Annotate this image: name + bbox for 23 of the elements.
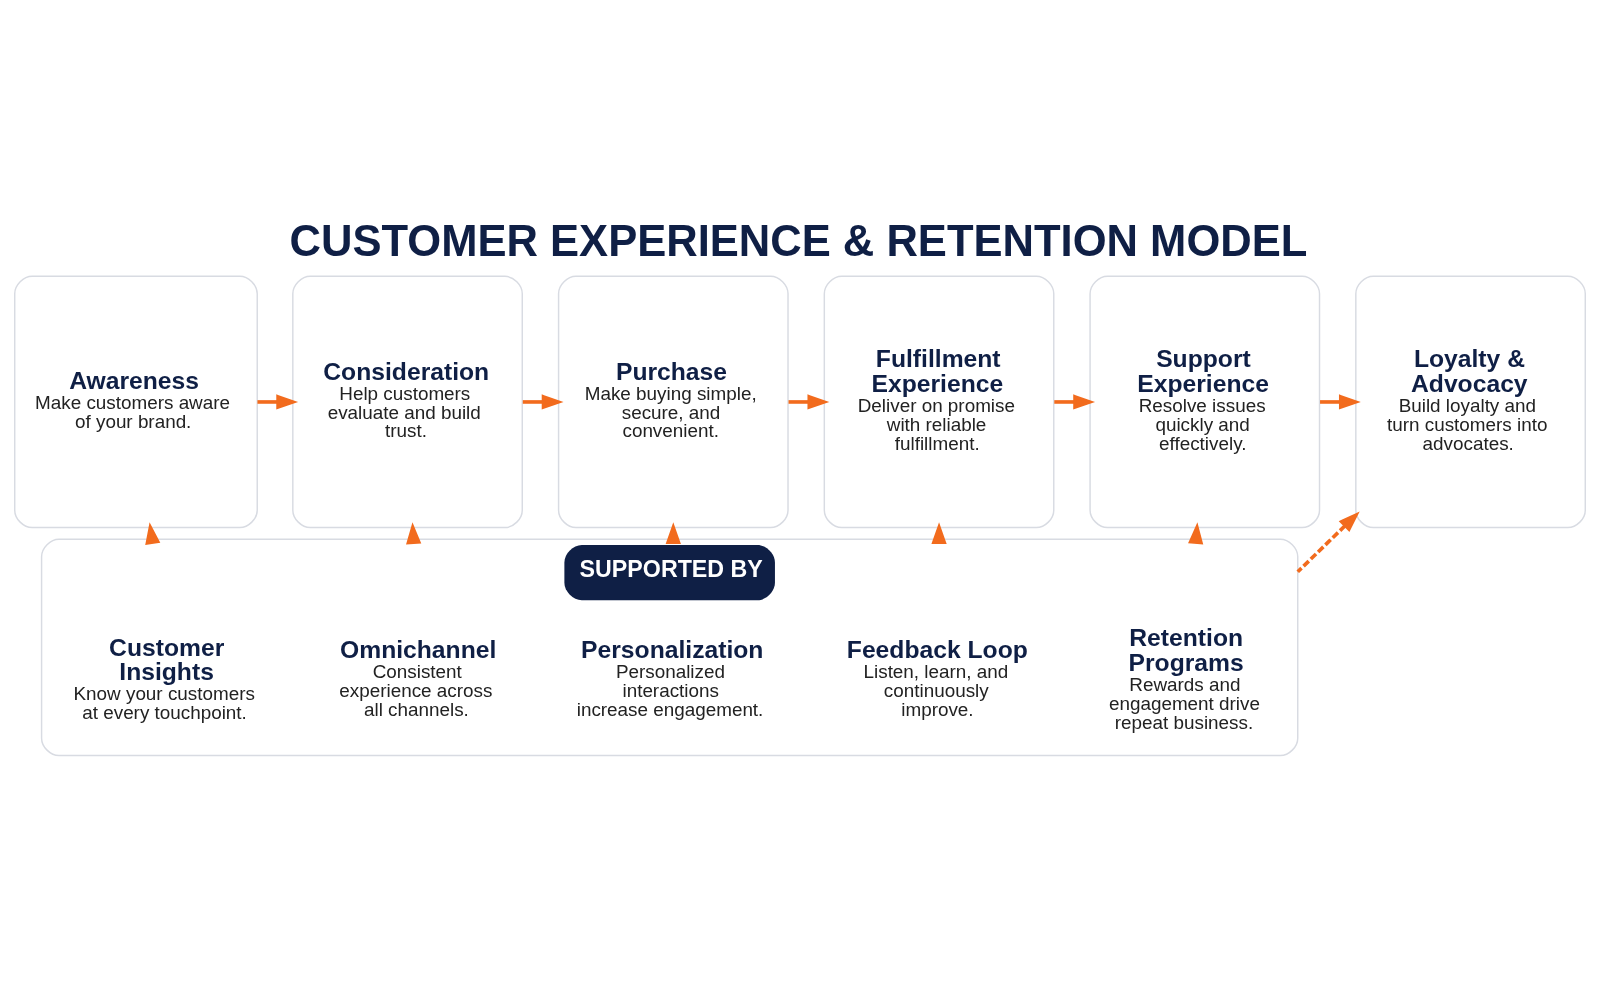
- node-text: Omnichannel Consistent experience across all channels.: [339, 635, 497, 720]
- arrow: [788, 393, 830, 410]
- node-box: Loyalty & Advocacy Build loyalty and turn customers into advocates.: [1355, 275, 1586, 528]
- node-box: Purchase Make buying simple, secure, and convenient.: [557, 275, 789, 528]
- arrow: [1296, 510, 1360, 573]
- node-text: Personalization Personalized interactions increase engagement.: [576, 635, 764, 720]
- node-box: Support Experience Resolve issues quickly and effectively.: [1089, 275, 1321, 528]
- arrow: [522, 393, 564, 410]
- arrow: [931, 521, 947, 544]
- arrow: [257, 393, 299, 410]
- node-box: Fulfillment Experience Deliver on promise with reliable fulfillment.: [823, 275, 1055, 528]
- arrow: [665, 521, 681, 544]
- node-box: Consideration Help customers evaluate and build trust.: [292, 275, 523, 528]
- node-box: Awareness Make customers aware of your brand.: [14, 275, 258, 528]
- node-text: Customer Insights Know your customers at every touchpoint.: [73, 633, 255, 723]
- arrow: [1320, 393, 1361, 410]
- diagram-title: CUSTOMER EXPERIENCE & RETENTION MODEL: [289, 216, 1308, 265]
- node-text: Feedback Loop Listen, learn, and continuously improve.: [846, 635, 1028, 720]
- arrow: [1188, 521, 1204, 545]
- arrow: [1054, 393, 1096, 410]
- node-text: Retention Programs Rewards and engagement drive repeat business.: [1108, 623, 1260, 733]
- arrow: [145, 521, 161, 545]
- arrow: [406, 521, 422, 544]
